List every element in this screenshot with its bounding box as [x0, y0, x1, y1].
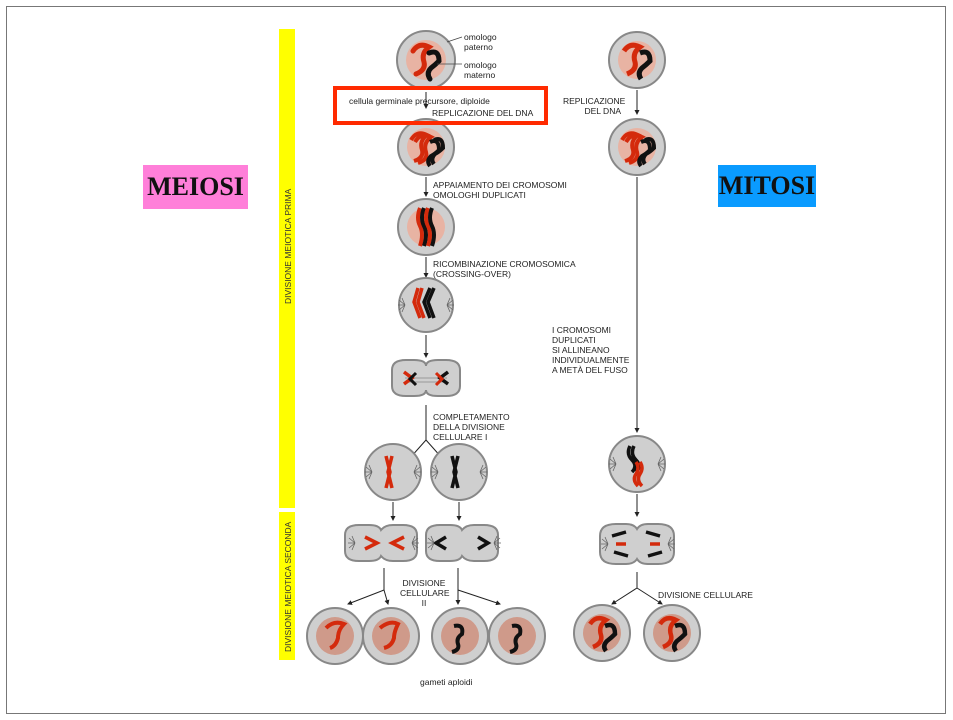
meiosi-badge: MEIOSI [143, 165, 248, 209]
replicazione-mitosi-line2: DEL DNA [584, 106, 621, 116]
omologo-paterno-line1: omologo [464, 32, 497, 42]
highlight-box [333, 86, 548, 125]
meiosis-ii-bar [279, 512, 295, 660]
cromosomi-line3: SI ALLINEANO [552, 345, 610, 355]
replicazione-mitosi-label: REPLICAZIONE DEL DNA [563, 96, 626, 116]
completamento-line2: DELLA DIVISIONE [433, 422, 505, 432]
appaiamento-line1: APPAIAMENTO DEI CROMOSOMI [433, 180, 567, 190]
cell-replicated [397, 118, 455, 176]
divisione-ii-line3: II [421, 598, 427, 608]
gamete-2 [362, 607, 420, 665]
completamento-label: COMPLETAMENTO DELLA DIVISIONE CELLULARE … [433, 412, 510, 442]
mitosi-badge: MITOSI [718, 165, 816, 207]
omologo-paterno-line2: paterno [464, 42, 493, 52]
mitosis-cell-2 [608, 118, 666, 176]
gameti-label: gameti aploidi [420, 677, 473, 687]
cell-crossing-over [397, 277, 455, 333]
cromosomi-line5: A METÀ DEL FUSO [552, 365, 628, 375]
meiosis-i-bar [279, 29, 295, 508]
cell-anaphase-ii-left [344, 524, 420, 562]
slide-frame [6, 6, 946, 714]
mitosis-anaphase [599, 523, 676, 565]
ricombinazione-line1: RICOMBINAZIONE CROMOSOMICA [433, 259, 576, 269]
appaiamento-label: APPAIAMENTO DEI CROMOSOMI OMOLOGHI DUPLI… [433, 180, 567, 200]
replicazione-label: REPLICAZIONE DEL DNA [432, 108, 534, 118]
cromosomi-duplicati-label: I CROMOSOMI DUPLICATI SI ALLINEANO INDIV… [552, 325, 629, 375]
mitosis-cell-1 [608, 31, 666, 89]
cell-paired [397, 198, 455, 256]
cell-prophase-ii-left [364, 443, 422, 501]
cellula-germinale-label: cellula germinale precursore, diploide [349, 96, 490, 106]
divisione-ii-line2: CELLULARE [400, 588, 450, 598]
cell-anaphase-ii-right [425, 524, 502, 562]
completamento-line3: CELLULARE I [433, 432, 488, 442]
appaiamento-line2: OMOLOGHI DUPLICATI [433, 190, 526, 200]
omologo-materno-label: omologo materno [464, 60, 497, 80]
replicazione-mitosi-line1: REPLICAZIONE [563, 96, 626, 106]
ricombinazione-line2: (CROSSING-OVER) [433, 269, 511, 279]
cromosomi-line2: DUPLICATI [552, 335, 596, 345]
omologo-paterno-label: omologo paterno [464, 32, 497, 52]
cell-anaphase-i [391, 359, 461, 397]
ricombinazione-label: RICOMBINAZIONE CROMOSOMICA (CROSSING-OVE… [433, 259, 576, 279]
mitosis-metaphase [608, 435, 666, 493]
cromosomi-line1: I CROMOSOMI [552, 325, 612, 335]
omologo-materno-line1: omologo [464, 60, 497, 70]
gamete-1 [306, 607, 364, 665]
cromosomi-line4: INDIVIDUALMENTE [552, 355, 630, 365]
mitosis-daughter-left [573, 604, 631, 662]
meiosi-title: MEIOSI [147, 172, 244, 201]
gamete-3 [431, 607, 489, 665]
omologo-materno-line2: materno [464, 70, 496, 80]
mitosis-daughter-right [643, 604, 701, 662]
cell-germinal [396, 30, 456, 90]
completamento-line1: COMPLETAMENTO [433, 412, 510, 422]
divisione-ii-label: DIVISIONE CELLULARE II [400, 578, 450, 608]
divisione-cellulare-label: DIVISIONE CELLULARE [658, 590, 753, 600]
gamete-4 [488, 607, 546, 665]
mitosi-title: MITOSI [718, 171, 816, 200]
divisione-ii-line1: DIVISIONE [402, 578, 446, 588]
cell-prophase-ii-right [430, 443, 488, 501]
